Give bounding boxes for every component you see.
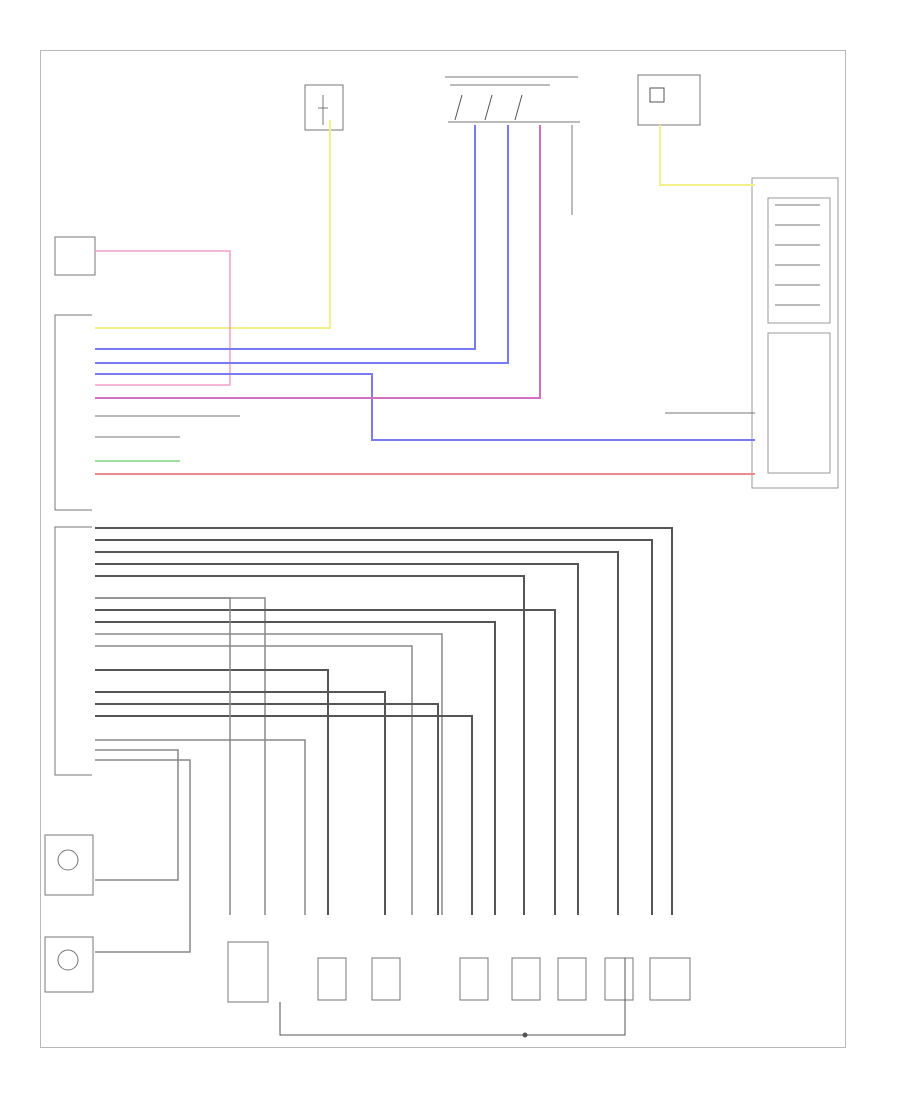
solenoid-group [227,941,691,1036]
input-sensor [44,936,94,993]
ground-node [522,1032,528,1038]
combination-meter [751,177,839,489]
tcm-lower-connector [54,526,92,776]
relay-block [445,76,580,123]
output-sensor [44,834,94,896]
fuse-top-component [304,84,344,131]
lower-harness-wires [95,527,673,953]
diagram-frame [40,50,846,1048]
data-link-connector [54,236,96,276]
junction-top-right [637,74,701,126]
upper-harness-wires [95,120,755,475]
tcm-upper-connector [54,314,92,511]
